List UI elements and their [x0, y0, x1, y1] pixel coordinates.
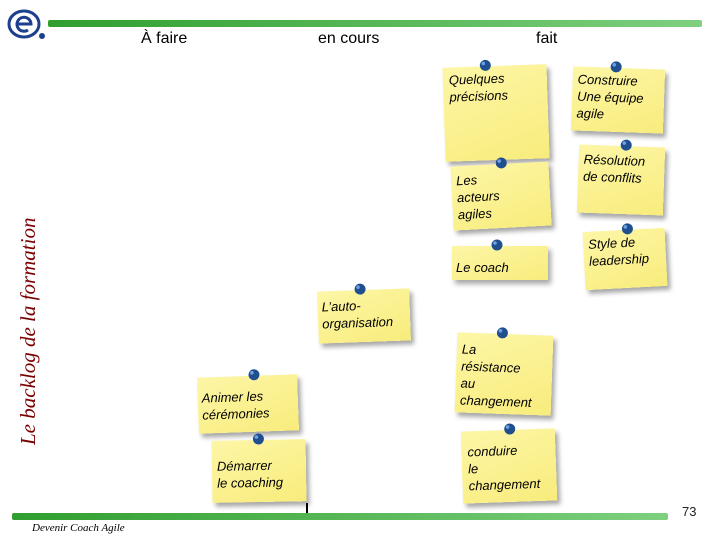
note-le-coach[interactable]: Le coach [452, 246, 548, 280]
pushpin-icon [502, 422, 516, 436]
pushpin-icon [490, 238, 504, 252]
pushpin-icon [251, 432, 265, 446]
note-conduire-changement[interactable]: conduire le changement [461, 428, 557, 503]
note-label: Démarrer le coaching [217, 457, 283, 492]
top-divider-bar [48, 20, 702, 27]
note-animer-ceremonies[interactable]: Animer les cérémonies [197, 374, 299, 433]
column-header-in-progress: en cours [318, 30, 379, 48]
note-label: Quelques précisions [449, 70, 509, 106]
note-acteurs-agiles[interactable]: Les acteurs agiles [450, 161, 551, 230]
footer-text: Devenir Coach Agile [32, 522, 125, 534]
pushpin-icon [247, 368, 261, 382]
note-label: L’auto- organisation [321, 296, 393, 332]
note-label: Animer les cérémonies [201, 387, 269, 423]
column-header-done: fait [536, 30, 557, 48]
note-demarrer-coaching[interactable]: Démarrer le coaching [211, 439, 306, 503]
note-label: Le coach [456, 259, 509, 276]
vertical-title: Le backlog de la formation [16, 218, 41, 445]
column-header-todo: À faire [141, 30, 187, 48]
logo-icon [6, 6, 46, 42]
pushpin-icon [494, 156, 509, 171]
note-resistance-changement[interactable]: La résistance au changement [455, 332, 554, 415]
note-quelques-precisions[interactable]: Quelques précisions [442, 64, 549, 162]
column-separator-mark [306, 503, 308, 513]
pushpin-icon [619, 138, 633, 152]
note-label: Les acteurs agiles [456, 170, 501, 223]
pushpin-icon [495, 326, 509, 340]
note-construire-equipe[interactable]: Construire Une équipe agile [571, 66, 665, 133]
pushpin-icon [353, 282, 367, 296]
page-number: 73 [682, 504, 696, 519]
note-auto-organisation[interactable]: L’auto- organisation [317, 288, 411, 343]
note-label: Construire Une équipe agile [576, 71, 644, 124]
note-label: Résolution de conflits [583, 151, 646, 187]
note-label: conduire le changement [467, 441, 540, 494]
note-style-leadership[interactable]: Style de leadership [583, 228, 668, 290]
note-label: La résistance au changement [460, 341, 534, 411]
note-resolution-conflits[interactable]: Résolution de conflits [577, 145, 665, 216]
bottom-divider-bar [12, 513, 668, 520]
note-label: Style de leadership [588, 233, 650, 270]
